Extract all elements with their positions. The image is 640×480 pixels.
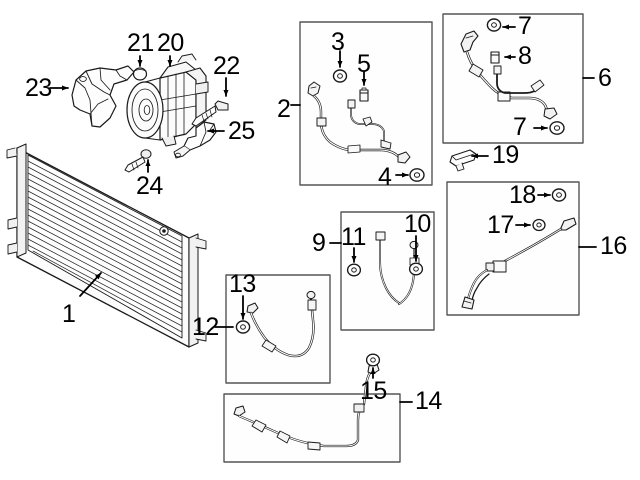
- seal-ring-3-part: [332, 69, 348, 83]
- liquid-line-assembly-9: [375, 231, 420, 305]
- callout-2[interactable]: 2: [277, 95, 291, 123]
- callout-11[interactable]: 11: [341, 223, 366, 251]
- compressor-part: [126, 53, 209, 147]
- valve-5-part: [359, 87, 369, 102]
- clip-19-part: [449, 149, 477, 172]
- callout-12[interactable]: 12: [192, 313, 219, 341]
- callout-17[interactable]: 17: [487, 211, 514, 239]
- hose-assembly-2: [307, 81, 411, 164]
- plug-21-part: [132, 67, 148, 81]
- callout-6[interactable]: 6: [598, 64, 612, 92]
- seal-ring-4-part: [409, 168, 425, 182]
- seal-ring-11-part: [346, 263, 362, 277]
- callout-15[interactable]: 15: [360, 377, 387, 405]
- callout-7-upper[interactable]: 7: [518, 12, 532, 40]
- callout-24[interactable]: 24: [136, 172, 163, 200]
- bolt-24-part: [124, 149, 152, 173]
- bolt-22-part: [191, 100, 229, 127]
- callout-18[interactable]: 18: [509, 181, 536, 209]
- group-box-14: [223, 393, 401, 463]
- callout-19[interactable]: 19: [492, 141, 519, 169]
- callout-14[interactable]: 14: [415, 387, 442, 415]
- suction-hose-assembly-6: [460, 30, 558, 120]
- seal-ring-7a-part: [486, 18, 502, 32]
- condenser-part: [6, 143, 207, 348]
- leader-1: [79, 272, 102, 297]
- valve-8-part: [490, 51, 500, 64]
- group-box-2: [299, 21, 433, 186]
- hose-assembly-12: [246, 290, 317, 358]
- seal-ring-15-part: [365, 353, 381, 367]
- callout-3[interactable]: 3: [331, 28, 345, 56]
- seal-ring-10-part: [408, 262, 424, 276]
- seal-ring-17-part: [532, 218, 546, 232]
- callout-10[interactable]: 10: [404, 210, 431, 238]
- seal-ring-18-part: [551, 188, 567, 202]
- callout-25[interactable]: 25: [228, 117, 255, 145]
- rear-line-assembly-16: [461, 217, 577, 310]
- compressor-bracket-part: [71, 65, 135, 128]
- callout-4[interactable]: 4: [378, 163, 392, 191]
- callout-20[interactable]: 20: [157, 29, 184, 57]
- callout-22[interactable]: 22: [213, 52, 240, 80]
- callout-7-lower[interactable]: 7: [513, 113, 527, 141]
- callout-5[interactable]: 5: [357, 50, 371, 78]
- seal-ring-7b-part: [549, 121, 565, 135]
- callout-13[interactable]: 13: [229, 270, 256, 298]
- callout-9[interactable]: 9: [312, 229, 326, 257]
- callout-8[interactable]: 8: [518, 42, 532, 70]
- callout-1[interactable]: 1: [62, 300, 76, 328]
- callout-21[interactable]: 21: [127, 29, 154, 57]
- callout-23[interactable]: 23: [25, 74, 52, 102]
- callout-16[interactable]: 16: [600, 232, 627, 260]
- seal-ring-13-part: [235, 320, 251, 334]
